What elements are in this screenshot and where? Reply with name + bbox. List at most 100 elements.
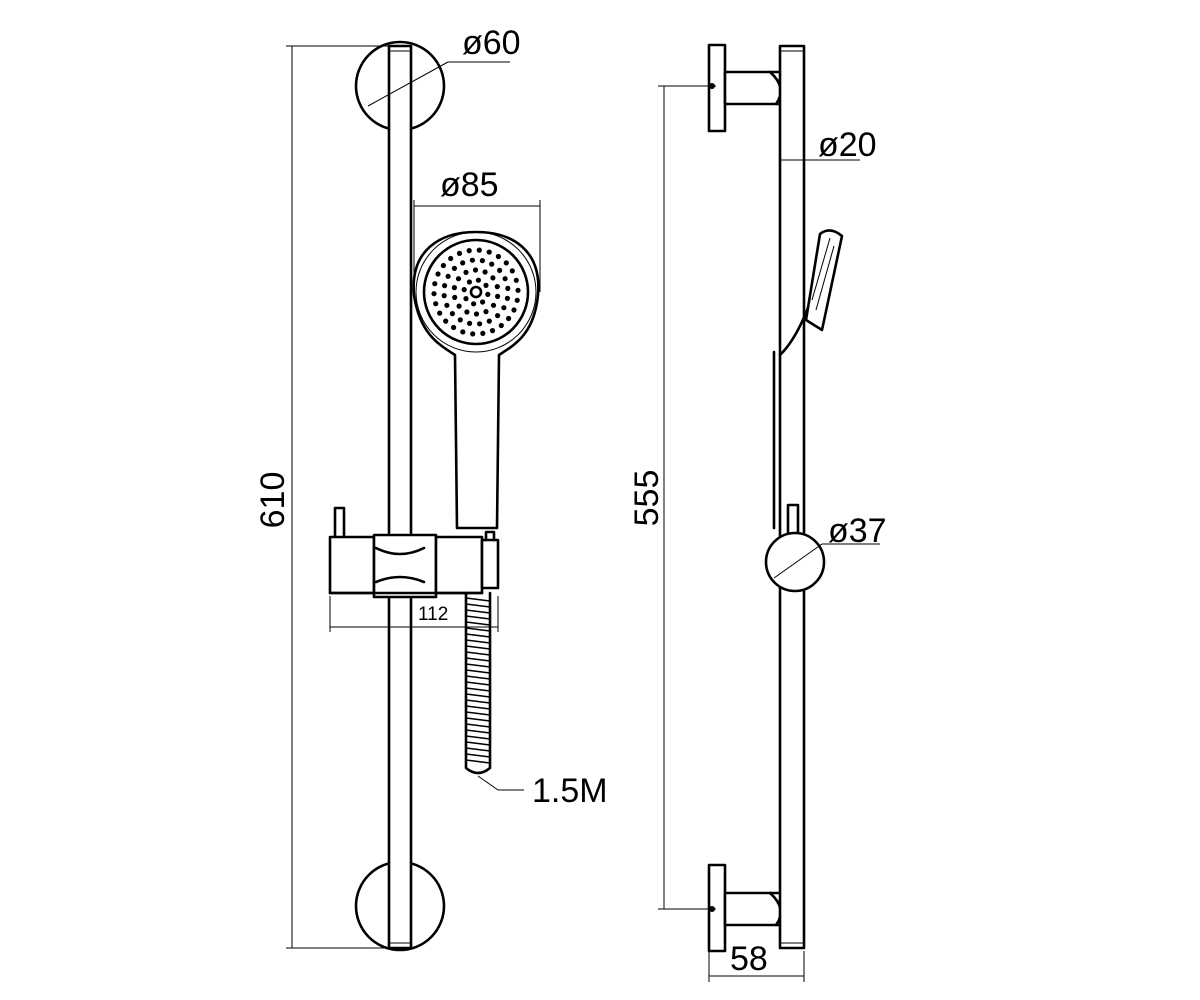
nozzle-dot <box>452 294 458 300</box>
nozzle-dot <box>472 267 479 273</box>
nozzle-dot <box>455 276 462 282</box>
nozzle-dot <box>435 271 441 277</box>
nozzle-dot <box>489 261 495 267</box>
nozzle-dot <box>445 273 451 279</box>
hose-coil <box>465 747 491 752</box>
nozzle-dot <box>505 285 511 291</box>
front-rail <box>387 44 413 950</box>
nozzle-dot <box>441 293 447 299</box>
hose-coil <box>465 711 491 716</box>
hose-coil <box>465 681 491 686</box>
nozzle-dot <box>431 291 437 297</box>
nozzle-dot <box>437 310 443 316</box>
nozzle-dot <box>433 301 439 307</box>
nozzle-dot <box>443 318 449 324</box>
nozzle-dot <box>464 309 470 315</box>
nozzle-dot <box>475 277 481 283</box>
dimension-slider-37: ø37 <box>828 512 887 550</box>
hose-coil <box>465 669 491 674</box>
nozzle-dot <box>483 309 489 315</box>
nozzle-dot <box>495 253 501 260</box>
nozzle-dot <box>490 302 497 308</box>
nozzle-dot <box>451 285 457 291</box>
hose-coil <box>465 759 491 764</box>
hose-coil <box>465 615 491 620</box>
hose-coil <box>465 627 491 632</box>
hose-coil <box>465 741 491 746</box>
hose-coil <box>465 687 491 692</box>
hose-coil <box>465 621 491 626</box>
nozzle-dot <box>480 299 486 305</box>
hose-coil <box>465 633 491 638</box>
nozzle-dot <box>498 322 504 329</box>
front-view <box>328 40 540 952</box>
nozzle-dot <box>477 321 483 327</box>
slider-bracket <box>328 506 500 599</box>
hose-coil <box>465 723 491 728</box>
nozzle-dot <box>486 318 492 324</box>
nozzle-dot <box>509 268 515 274</box>
hose-coil <box>465 705 491 710</box>
shower-head <box>412 230 540 530</box>
nozzle-dot <box>504 295 510 301</box>
nozzle-dot <box>497 267 503 273</box>
dimension-spacing-555: 555 <box>628 470 666 527</box>
dimension-hose-1-5m: 1.5M <box>532 772 608 810</box>
hose-coil <box>465 657 491 662</box>
dimension-head-85: ø85 <box>440 166 499 204</box>
side-view <box>707 43 844 953</box>
nozzle-dot <box>444 302 450 308</box>
nozzle-dot <box>476 247 482 253</box>
nozzle-dot <box>506 315 512 322</box>
nozzle-dot <box>479 258 485 264</box>
nozzle-dot <box>442 283 448 289</box>
nozzle-dot <box>463 296 469 302</box>
nozzle-dot <box>490 275 496 281</box>
nozzle-dot <box>448 255 454 262</box>
nozzle-dot <box>456 303 462 309</box>
nozzle-dot <box>483 282 489 288</box>
nozzle-dot <box>494 284 500 290</box>
nozzle-dot <box>515 287 521 293</box>
spray-nozzles <box>431 247 521 337</box>
hose-coil <box>465 729 491 734</box>
dimension-lines: 610 ø60 ø85 112 1.5M 555 ø20 ø37 <box>254 24 887 982</box>
dimension-rail-20: ø20 <box>818 126 877 164</box>
nozzle-dot <box>460 260 466 266</box>
nozzle-dot <box>449 311 455 317</box>
nozzle-dot <box>511 307 517 313</box>
hose-coil <box>465 609 491 614</box>
hose-coil <box>465 693 491 698</box>
shower-hose <box>464 591 492 775</box>
nozzle-dot <box>461 287 467 293</box>
dimension-plate-60: ø60 <box>462 24 521 62</box>
nozzle-dot <box>451 265 457 271</box>
nozzle-dot <box>466 279 472 285</box>
hose-coil <box>465 639 491 644</box>
side-rail <box>778 44 806 950</box>
nozzle-dot <box>514 297 520 303</box>
nozzle-dot <box>440 262 446 269</box>
nozzle-dot <box>503 260 509 266</box>
nozzle-dot <box>482 269 488 275</box>
hose-coil <box>465 699 491 704</box>
hose-coil <box>465 735 491 740</box>
nozzle-dot <box>469 257 475 263</box>
nozzle-dot <box>463 269 469 275</box>
nozzle-dot <box>485 291 491 297</box>
hose-coil <box>465 645 491 650</box>
nozzle-dot <box>432 281 438 287</box>
nozzle-dot <box>502 276 508 282</box>
hose-coil <box>465 717 491 722</box>
nozzle-dot <box>486 249 492 255</box>
nozzle-dot <box>457 317 463 323</box>
hose-coil <box>465 753 491 758</box>
nozzle-dot <box>495 293 501 299</box>
nozzle-dot <box>470 331 476 337</box>
hose-coil <box>465 603 491 608</box>
nozzle-dot <box>480 330 486 336</box>
slider-knob <box>764 531 826 593</box>
nozzle-dot <box>451 324 457 331</box>
nozzle-dot <box>460 329 466 335</box>
